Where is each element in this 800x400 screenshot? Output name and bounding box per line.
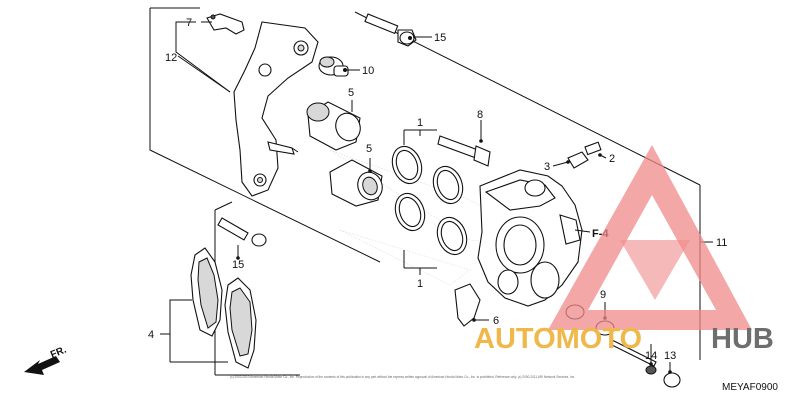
front-direction-arrow: FR. — [24, 344, 68, 375]
piston-seals — [391, 145, 468, 256]
bolt-top — [364, 13, 417, 47]
watermark-text-secondary: HUB — [711, 323, 774, 355]
callout-14: 14 — [645, 350, 657, 362]
callout-12: 12 — [165, 52, 177, 64]
callout-5-upper: 5 — [348, 87, 354, 99]
callouts: 7 12 15 10 5 5 1 1 8 3 2 15 4 6 9 11 14 … — [148, 17, 727, 362]
brake-pads — [190, 247, 257, 369]
callout-11: 11 — [716, 237, 727, 249]
callout-3: 3 — [544, 161, 550, 173]
copyright-notice: (c) 2003-2010 American Honda Motor Co., … — [230, 374, 575, 379]
callout-8: 8 — [477, 109, 483, 121]
callout-13: 13 — [664, 350, 676, 362]
honda-wing-watermark — [329, 149, 561, 286]
callout-10: 10 — [362, 65, 374, 77]
callout-4: 4 — [148, 329, 154, 341]
callout-2: 2 — [609, 153, 615, 165]
diagram-code: MEYAF0900 — [722, 382, 778, 393]
callout-1-lower: 1 — [417, 278, 423, 290]
pad-retainer — [454, 283, 481, 327]
bleeder-screw — [437, 135, 491, 167]
bolt-left — [217, 217, 267, 247]
callout-6: 6 — [493, 315, 499, 327]
piston-upper — [306, 101, 361, 151]
callout-1-upper: 1 — [417, 117, 423, 129]
pin-boot — [318, 56, 349, 77]
automotohub-watermark: AUTOMOTO HUB — [474, 145, 774, 355]
watermark-text-primary: AUTOMOTO — [474, 323, 642, 355]
callout-5-lower: 5 — [366, 143, 372, 155]
callout-15-left: 15 — [232, 259, 244, 271]
caliper-body — [477, 169, 583, 307]
caliper-bracket — [233, 21, 319, 197]
front-label: FR. — [49, 344, 68, 360]
pin-cap — [567, 141, 602, 169]
pad-spring-clip — [206, 13, 245, 35]
callout-9: 9 — [600, 289, 606, 301]
callout-7: 7 — [186, 17, 192, 29]
callout-15-top: 15 — [434, 32, 446, 44]
triangle-logo-icon — [548, 145, 752, 330]
piston-lower — [329, 159, 383, 207]
